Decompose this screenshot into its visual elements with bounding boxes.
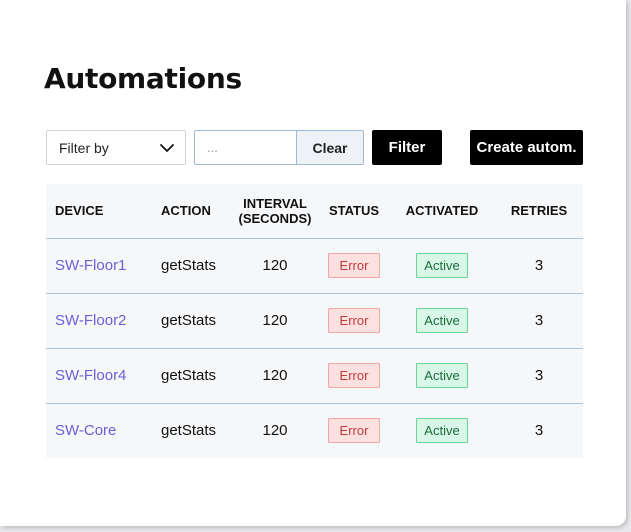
action-cell: getStats xyxy=(153,348,231,404)
action-cell: getStats xyxy=(153,293,231,349)
activated-badge: Active xyxy=(416,308,468,333)
table-row: SW-Floor2 getStats 120 Error Active 3 xyxy=(46,293,583,349)
create-automation-button[interactable]: Create autom. xyxy=(470,130,583,165)
status-badge: Error xyxy=(328,418,380,444)
header-retries: RETRIES xyxy=(495,184,583,239)
table-row: SW-Floor1 getStats 120 Error Active 3 xyxy=(46,238,583,294)
activated-badge: Active xyxy=(416,253,468,278)
interval-cell: 120 xyxy=(231,348,319,404)
interval-cell: 120 xyxy=(231,293,319,349)
header-action: ACTION xyxy=(153,184,231,239)
retries-cell: 3 xyxy=(495,348,583,404)
header-activated: ACTIVATED xyxy=(389,184,495,239)
header-interval: INTERVAL (SECONDS) xyxy=(231,184,319,239)
automations-table: DEVICE ACTION INTERVAL (SECONDS) STATUS … xyxy=(46,184,583,458)
retries-cell: 3 xyxy=(495,238,583,294)
action-cell: getStats xyxy=(161,422,217,440)
page-title: Automations xyxy=(44,62,242,95)
device-link[interactable]: SW-Floor1 xyxy=(55,257,127,274)
table-row: SW-Floor4 getStats 120 Error Active 3 xyxy=(46,348,583,404)
table-header-row: DEVICE ACTION INTERVAL (SECONDS) STATUS … xyxy=(46,184,583,239)
interval-cell: 120 xyxy=(262,422,288,440)
filter-by-selected-value: Filter by xyxy=(59,139,109,156)
retries-cell: 3 xyxy=(534,422,544,440)
action-cell: getStats xyxy=(153,238,231,294)
filter-by-select[interactable]: Filter by xyxy=(46,130,186,165)
clear-button[interactable]: Clear xyxy=(296,131,363,164)
retries-cell: 3 xyxy=(495,293,583,349)
interval-cell: 120 xyxy=(231,238,319,294)
activated-badge: Active xyxy=(416,418,468,444)
device-link[interactable]: SW-Core xyxy=(55,422,117,440)
header-interval-line1: INTERVAL xyxy=(243,195,307,211)
status-badge: Error xyxy=(328,253,380,278)
search-input[interactable] xyxy=(195,131,296,164)
header-device: DEVICE xyxy=(46,184,153,239)
device-link[interactable]: SW-Floor2 xyxy=(55,312,127,329)
filter-button[interactable]: Filter xyxy=(372,130,442,165)
search-group: Clear xyxy=(194,130,364,165)
device-link[interactable]: SW-Floor4 xyxy=(55,367,127,384)
table-row: SW-Core getStats 120 Error Active 3 xyxy=(46,403,583,458)
status-badge: Error xyxy=(328,363,380,388)
status-badge: Error xyxy=(328,308,380,333)
activated-badge: Active xyxy=(416,363,468,388)
header-status: STATUS xyxy=(319,184,389,239)
chevron-down-icon xyxy=(160,144,174,152)
header-interval-line2: (SECONDS) xyxy=(238,210,312,226)
